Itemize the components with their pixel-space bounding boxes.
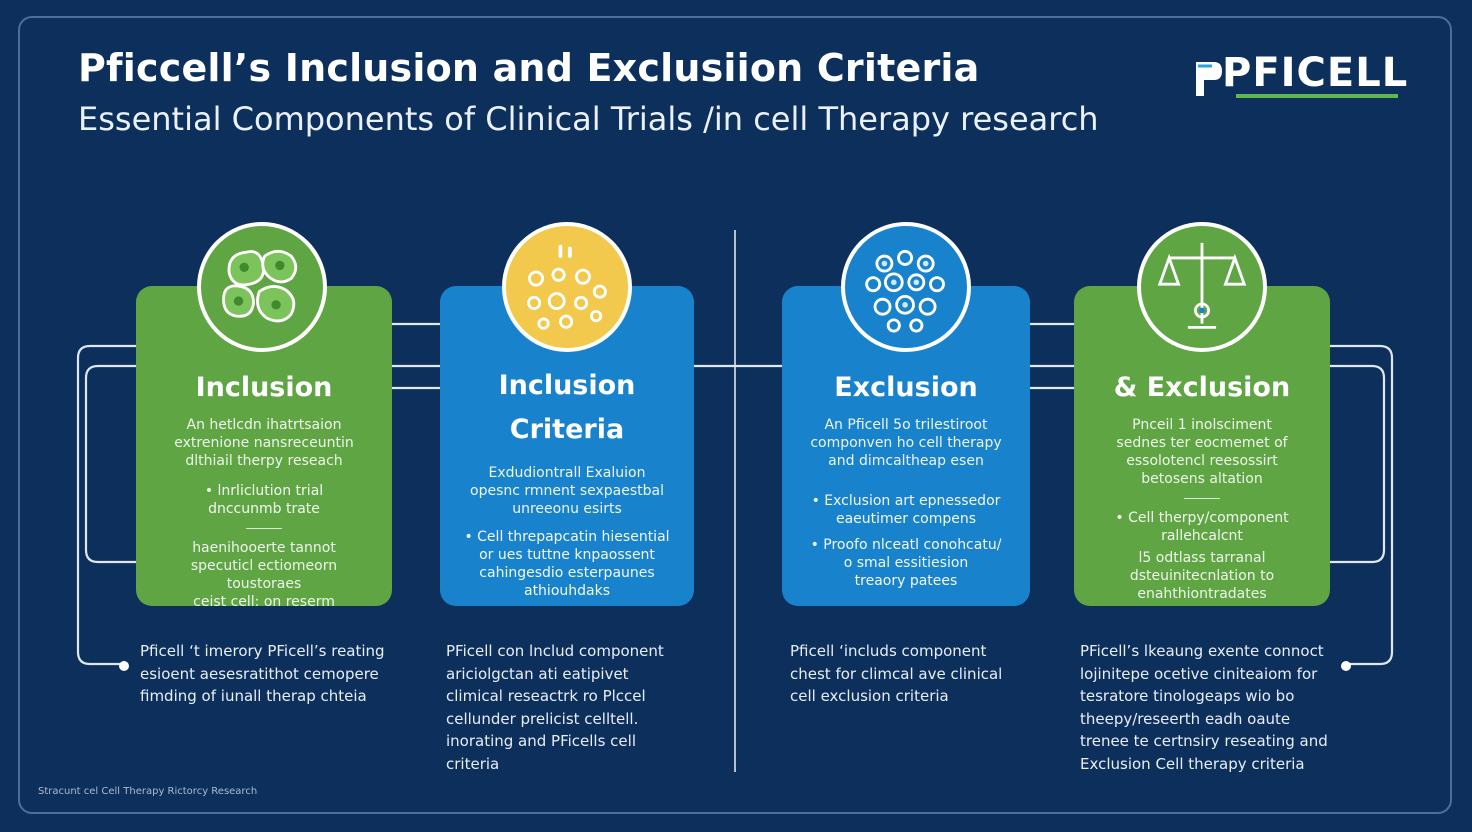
card-title: Inclusion [195,372,333,403]
logo-mark-icon [1196,62,1222,96]
footer-caption: Stracunt cel Cell Therapy Rictorcy Resea… [38,786,258,797]
balance-scale-icon [1137,222,1267,352]
card-divider [1184,498,1220,499]
cell-microscopy-icon [841,222,971,352]
card-divider [246,528,282,529]
brand-logo: PFICELL [1192,50,1407,100]
page-subtitle: Essential Components of Clinical Trials … [78,100,1099,138]
content-frame [18,16,1452,814]
cell-culture-dish-icon [502,222,632,352]
logo-underline [1236,94,1398,98]
card-title: Exclusion [834,372,978,403]
card-title: Inclusion Criteria [498,370,636,445]
card-title: & Exclusion [1113,372,1291,403]
logo-text: PFICELL [1222,50,1409,96]
cells-cluster-icon [197,222,327,352]
page-title: Pficcell’s Inclusion and Exclusiion Crit… [78,46,980,90]
card-bullet-secondary: • Proofo nlceatl conohcatu/o smal essiti… [810,537,1002,589]
